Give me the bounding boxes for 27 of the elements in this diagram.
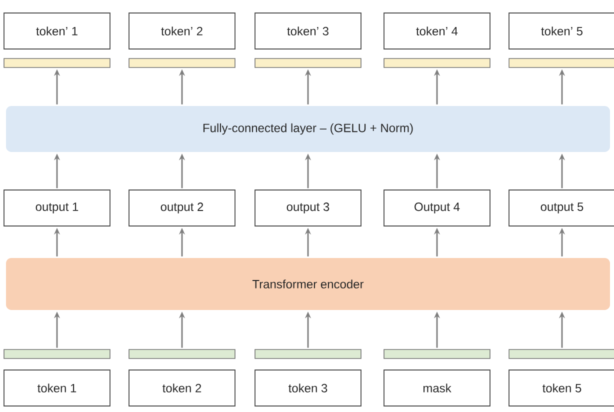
embedding-bar	[508, 58, 614, 68]
output-box: output 1	[4, 190, 110, 226]
output-box: output 2	[128, 190, 236, 226]
token-box: token 1	[4, 370, 110, 406]
embedding-bar	[254, 349, 362, 359]
token-box: token’ 2	[128, 12, 236, 50]
embedding-bar	[128, 58, 236, 68]
embedding-bar	[254, 58, 362, 68]
embedding-bar	[384, 349, 490, 359]
token-box: token 3	[254, 370, 362, 406]
embedding-bar	[508, 349, 614, 359]
output-box: Output 4	[384, 190, 490, 226]
layer-band: Fully-connected layer – (GELU + Norm)	[6, 106, 610, 152]
token-box: token 2	[128, 370, 236, 406]
embedding-bar	[384, 58, 490, 68]
embedding-bar	[128, 349, 236, 359]
token-box: token’ 4	[384, 12, 490, 50]
token-box: token’ 5	[508, 12, 614, 50]
token-box: mask	[384, 370, 490, 406]
layer-band: Transformer encoder	[6, 258, 610, 310]
embedding-bar	[4, 349, 110, 359]
output-box: output 3	[254, 190, 362, 226]
token-box: token’ 1	[4, 12, 110, 50]
output-box: output 5	[508, 190, 614, 226]
token-box: token 5	[508, 370, 614, 406]
embedding-bar	[4, 58, 110, 68]
token-box: token’ 3	[254, 12, 362, 50]
